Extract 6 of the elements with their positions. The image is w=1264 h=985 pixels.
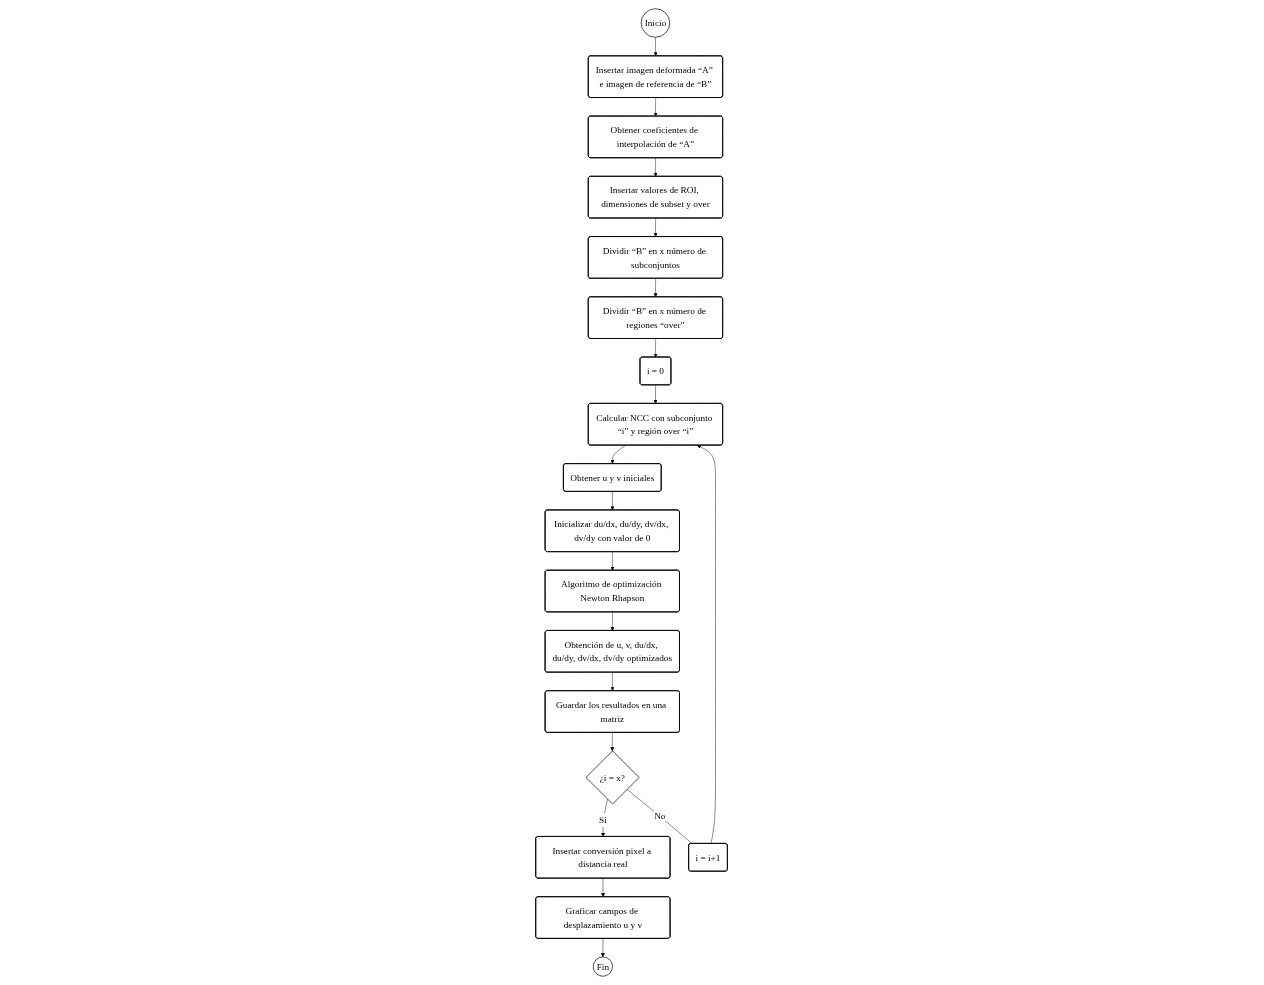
node-circle: Fin — [593, 956, 614, 977]
connector — [627, 789, 693, 844]
edge-label: Si — [599, 815, 608, 826]
edge-label: No — [654, 811, 666, 822]
node-diamond: ¿i = x? — [586, 750, 640, 805]
node-circle: Inicio — [641, 8, 671, 38]
